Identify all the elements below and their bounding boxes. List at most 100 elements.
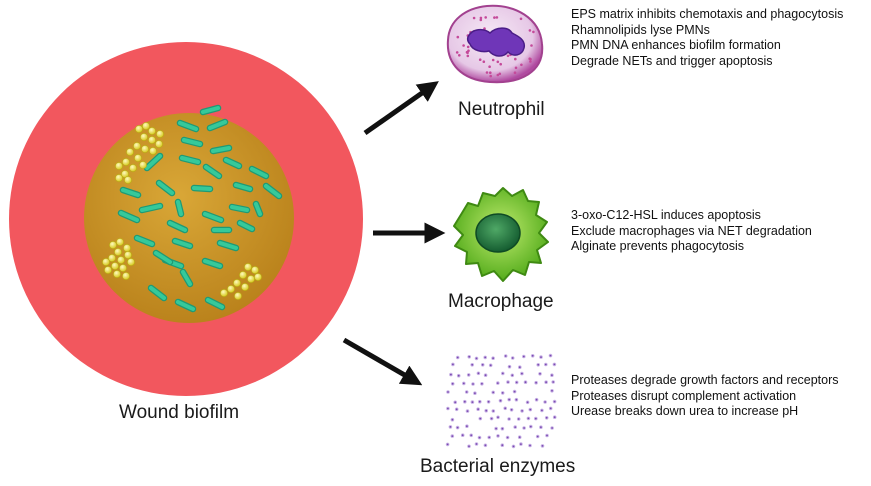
granule (491, 58, 495, 62)
enzyme-particle-core (517, 418, 520, 420)
coccus (122, 272, 130, 280)
granule (479, 16, 483, 20)
enzyme-particle-core (527, 417, 530, 420)
coccus (139, 161, 147, 169)
coccus (124, 176, 132, 184)
enzyme-particle-core (553, 400, 556, 403)
enzyme-particle-core (552, 381, 555, 383)
granule (496, 73, 500, 77)
granule (466, 45, 470, 49)
enzyme-particle-core (524, 381, 527, 384)
rod-bacterium-highlight (203, 259, 222, 268)
enzyme-particle-core (553, 416, 556, 419)
enzyme-particle-core (484, 356, 487, 359)
enzyme-particle-core (499, 399, 502, 402)
granule (530, 44, 533, 47)
coccus (133, 142, 141, 150)
enzyme-particle-core (508, 418, 510, 420)
rod-bacterium-highlight (145, 154, 162, 170)
effect-item: 3-oxo-C12-HSL induces apoptosis (571, 208, 761, 222)
rod-bacterium-highlight (154, 251, 172, 264)
granule (520, 63, 523, 67)
enzyme-particle-core (481, 363, 484, 366)
rod-bacterium-highlight (204, 165, 221, 178)
enzyme-particle-core (496, 382, 499, 384)
granule (528, 29, 532, 32)
enzyme-particle-core (471, 363, 474, 366)
coccus (254, 273, 262, 281)
enzyme-particle-core (529, 444, 531, 447)
coccus (104, 266, 112, 274)
enzyme-particle-core (501, 427, 504, 430)
coccus (141, 145, 149, 153)
enzyme-particle-core (492, 391, 495, 394)
coccus (227, 285, 235, 293)
enzyme-particle-core (497, 416, 499, 419)
effect-item: Exclude macrophages via NET degradation (571, 223, 812, 238)
coccus (155, 140, 163, 148)
macrophage-nucleus (475, 213, 521, 253)
rod-bacterium-highlight (173, 239, 192, 248)
enzyme-particle-core (501, 444, 504, 447)
wound-biofilm (9, 42, 363, 396)
enzyme-particle-core (466, 410, 469, 412)
granule (485, 71, 489, 74)
enzyme-particle-core (456, 356, 459, 359)
rod-bacterium-highlight (208, 120, 227, 130)
rod-bacterium-highlight (157, 181, 174, 195)
enzyme-particle-core (451, 418, 454, 421)
enzyme-particle-core (490, 417, 493, 420)
granule (462, 44, 465, 47)
bacterial-enzymes-label: Bacterial enzymes (420, 456, 576, 477)
granule (498, 72, 502, 76)
granule (484, 16, 488, 19)
coccus (102, 258, 110, 266)
granule (467, 49, 470, 52)
enzyme-particle-core (515, 398, 518, 401)
coccus (234, 292, 242, 300)
enzyme-particle-core (471, 401, 474, 403)
macrophage-label: Macrophage (448, 291, 554, 312)
enzyme-particle-core (451, 382, 454, 385)
coccus (129, 164, 137, 172)
rod-bacterium-highlight (178, 121, 198, 131)
enzyme-particle-core (544, 363, 547, 366)
enzyme-particle-core (512, 445, 515, 448)
enzyme-particle-core (501, 372, 504, 375)
neutrophil-cell (446, 4, 544, 84)
enzyme-particle-core (477, 408, 479, 411)
enzyme-particle-core (450, 373, 452, 376)
enzyme-particle-core (475, 443, 478, 445)
granule (493, 16, 496, 19)
enzyme-particle-core (495, 427, 497, 430)
enzyme-particle-core (449, 426, 452, 428)
enzyme-particle-core (544, 401, 546, 403)
rod-bacterium-highlight (224, 158, 241, 168)
rod-bacterium-highlight (192, 186, 212, 191)
enzyme-particle-core (506, 436, 509, 439)
rod-bacterium-highlight (203, 212, 223, 222)
enzyme-particle-core (541, 409, 543, 412)
enzyme-particle-core (518, 366, 521, 369)
rod-bacterium-highlight (182, 138, 202, 146)
enzyme-particle-core (514, 426, 517, 428)
granule (489, 71, 492, 74)
enzyme-particle-core (535, 398, 538, 401)
arrow-to-bacterial-enzymes (342, 337, 423, 386)
enzyme-particle-core (446, 443, 449, 446)
enzyme-particle-core (492, 410, 495, 412)
enzyme-particle-core (504, 407, 507, 410)
enzyme-particle-core (522, 355, 525, 358)
rod-bacterium-highlight (140, 204, 162, 212)
granule (482, 60, 486, 63)
granule (472, 16, 476, 20)
enzyme-particle-core (521, 410, 523, 412)
enzyme-particle-core (511, 357, 514, 359)
rod-bacterium-highlight (218, 241, 238, 250)
coccus (156, 130, 164, 138)
enzyme-particle-core (474, 392, 476, 395)
enzyme-particle-core (485, 409, 488, 412)
enzyme-particle-core (507, 381, 509, 383)
